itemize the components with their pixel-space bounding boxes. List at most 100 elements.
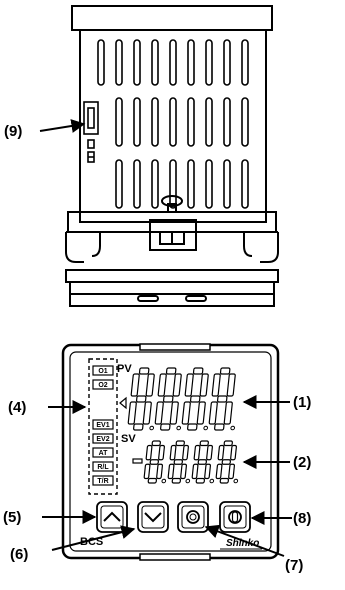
lcd-segment bbox=[230, 444, 237, 461]
pv-digit bbox=[181, 367, 209, 431]
lcd-segment bbox=[216, 395, 228, 403]
lcd-segment bbox=[175, 440, 185, 447]
circle-icon bbox=[186, 510, 200, 524]
lcd-segment bbox=[133, 423, 144, 431]
lamp-o1: O1 bbox=[98, 368, 107, 375]
callouts bbox=[39, 119, 292, 557]
lcd-segment bbox=[171, 477, 182, 484]
lamp-o2: O2 bbox=[98, 382, 107, 389]
lcd-decimal-point bbox=[203, 425, 209, 431]
lcd-segment bbox=[182, 444, 189, 461]
front-panel: O1 O2 EV1 EV2 AT R/L T/R PV SV BCS Shink… bbox=[61, 343, 280, 561]
lcd-segment bbox=[160, 423, 171, 431]
lcd-segment bbox=[191, 463, 199, 480]
lcd-segment bbox=[199, 373, 209, 397]
pv-small-indicator bbox=[119, 396, 127, 410]
lcd-segment bbox=[158, 444, 165, 461]
sv-digit bbox=[167, 440, 191, 484]
sv-digit bbox=[143, 440, 167, 484]
chevron-up-icon bbox=[103, 511, 121, 522]
sv-label: SV bbox=[121, 433, 136, 445]
lcd-segment bbox=[157, 373, 167, 397]
lcd-segment bbox=[184, 373, 194, 397]
pv-display bbox=[127, 367, 236, 431]
lcd-segment bbox=[169, 401, 179, 425]
lcd-decimal-point bbox=[233, 478, 239, 484]
lcd-segment bbox=[162, 395, 174, 403]
indicator-group bbox=[88, 358, 118, 495]
callout-7: (7) bbox=[285, 557, 303, 574]
lcd-segment bbox=[180, 463, 188, 480]
lcd-segment bbox=[187, 423, 198, 431]
lcd-segment bbox=[219, 367, 231, 375]
lcd-segment bbox=[169, 444, 177, 461]
pv-digit bbox=[127, 367, 155, 431]
lcd-segment bbox=[221, 459, 231, 465]
lcd-decimal-point bbox=[176, 425, 182, 431]
vent-slots bbox=[97, 39, 249, 209]
top-view bbox=[65, 5, 279, 307]
lcd-segment bbox=[189, 395, 201, 403]
callout-9: (9) bbox=[4, 123, 22, 140]
lcd-segment bbox=[214, 423, 225, 431]
up-key[interactable] bbox=[96, 501, 128, 533]
lcd-segment bbox=[147, 477, 158, 484]
lcd-segment bbox=[142, 401, 152, 425]
lcd-segment bbox=[135, 395, 147, 403]
sv-digit bbox=[191, 440, 215, 484]
callout-2: (2) bbox=[293, 454, 311, 471]
callout-8: (8) bbox=[293, 510, 311, 527]
lcd-segment bbox=[223, 401, 233, 425]
callout-4: (4) bbox=[8, 399, 26, 416]
lcd-segment bbox=[192, 367, 204, 375]
lcd-segment bbox=[197, 459, 207, 465]
lcd-segment bbox=[138, 367, 150, 375]
lcd-segment bbox=[193, 444, 201, 461]
lcd-segment bbox=[204, 463, 212, 480]
lcd-segment bbox=[145, 444, 153, 461]
lamp-at: AT bbox=[99, 450, 109, 457]
lcd-decimal-point bbox=[209, 478, 215, 484]
fast-key[interactable] bbox=[219, 501, 251, 533]
lcd-segment bbox=[156, 463, 164, 480]
lcd-decimal-point bbox=[230, 425, 236, 431]
mode-key[interactable] bbox=[177, 501, 209, 533]
sv-digit bbox=[215, 440, 239, 484]
lcd-segment bbox=[208, 401, 218, 425]
mounting-bracket bbox=[65, 195, 279, 263]
callout-6: (6) bbox=[10, 546, 28, 563]
lcd-segment bbox=[149, 459, 159, 465]
sv-display bbox=[132, 440, 239, 484]
lcd-segment bbox=[172, 373, 182, 397]
lcd-segment bbox=[223, 440, 233, 447]
lcd-segment bbox=[165, 367, 177, 375]
lamp-rl: R/L bbox=[97, 464, 109, 471]
lcd-segment bbox=[173, 459, 183, 465]
lcd-decimal-point bbox=[149, 425, 155, 431]
lcd-segment bbox=[130, 373, 140, 397]
brand-logo: Shinko bbox=[226, 538, 259, 549]
lamp-tr: T/R bbox=[97, 478, 108, 485]
lcd-segment bbox=[195, 477, 206, 484]
lcd-segment bbox=[154, 401, 164, 425]
lcd-segment bbox=[199, 440, 209, 447]
lcd-segment bbox=[145, 373, 155, 397]
lcd-segment bbox=[143, 463, 151, 480]
lcd-segment bbox=[167, 463, 175, 480]
lcd-segment bbox=[215, 463, 223, 480]
lcd-segment bbox=[219, 477, 230, 484]
callout-5: (5) bbox=[3, 509, 21, 526]
chevron-down-icon bbox=[144, 512, 162, 523]
pv-label: PV bbox=[117, 363, 132, 375]
lcd-segment bbox=[206, 444, 213, 461]
sv-minus-segment bbox=[132, 458, 143, 464]
lcd-decimal-point bbox=[185, 478, 191, 484]
down-key[interactable] bbox=[137, 501, 169, 533]
lcd-segment bbox=[217, 444, 225, 461]
rear-switch bbox=[83, 101, 99, 163]
lamp-ev1: EV1 bbox=[96, 422, 109, 429]
indicator-lamps: O1 O2 EV1 EV2 AT R/L T/R bbox=[92, 365, 114, 486]
lcd-segment bbox=[127, 401, 137, 425]
lamp-ev2: EV2 bbox=[96, 436, 109, 443]
lcd-segment bbox=[151, 440, 161, 447]
